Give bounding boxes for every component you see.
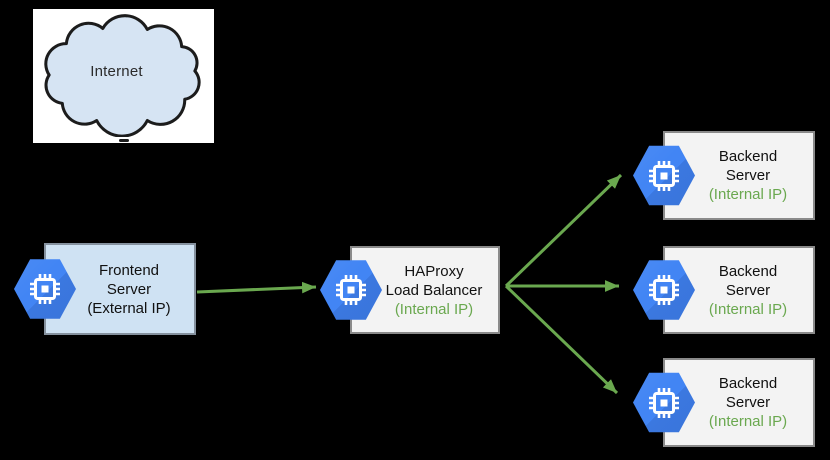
node-frontend-server: Frontend Server (External IP)	[14, 243, 196, 335]
node-title-line: Server	[725, 281, 771, 299]
cloud-icon	[44, 14, 201, 137]
node-ip-label: (External IP)	[87, 299, 171, 317]
node-backend-server-3: Backend Server (Internal IP)	[633, 358, 815, 447]
node-title-line: Frontend	[98, 261, 160, 279]
node-ip-label: (Internal IP)	[708, 186, 788, 203]
node-title-line: Backend	[718, 375, 778, 392]
cpu-chip-icon	[649, 275, 679, 305]
node-haproxy-load-balancer: HAProxy Load Balancer (Internal IP)	[320, 246, 500, 334]
internet-label: Internet	[90, 63, 143, 80]
arrow-frontend-to-haproxy	[196, 281, 317, 294]
arrow-haproxy-to-backend-3	[504, 284, 619, 395]
node-backend-server-1: Backend Server (Internal IP)	[633, 131, 815, 220]
arrow-haproxy-to-backend-1	[504, 173, 623, 288]
compute-engine-icon	[633, 372, 695, 433]
cpu-chip-icon	[30, 274, 60, 304]
node-title-line: HAProxy	[404, 262, 464, 280]
node-title-line: Server	[106, 280, 152, 298]
node-ip-label: (Internal IP)	[394, 300, 474, 318]
node-title-line: Backend	[718, 262, 778, 280]
internet-cloud-panel: Internet	[33, 9, 214, 143]
compute-engine-icon	[14, 259, 76, 319]
node-title-line: Backend	[718, 148, 778, 165]
node-title-line: Server	[725, 394, 771, 411]
cpu-chip-icon	[649, 160, 679, 191]
node-ip-label: (Internal IP)	[708, 300, 788, 318]
node-backend-server-2: Backend Server (Internal IP)	[633, 246, 815, 334]
node-ip-label: (Internal IP)	[708, 413, 788, 430]
node-title-line: Server	[725, 167, 771, 184]
cpu-chip-icon	[336, 275, 366, 305]
compute-engine-icon	[633, 145, 695, 206]
cpu-chip-icon	[649, 387, 679, 418]
cloud-tail-mark	[119, 139, 129, 142]
compute-engine-icon	[633, 260, 695, 320]
node-title-line: Load Balancer	[385, 281, 483, 299]
